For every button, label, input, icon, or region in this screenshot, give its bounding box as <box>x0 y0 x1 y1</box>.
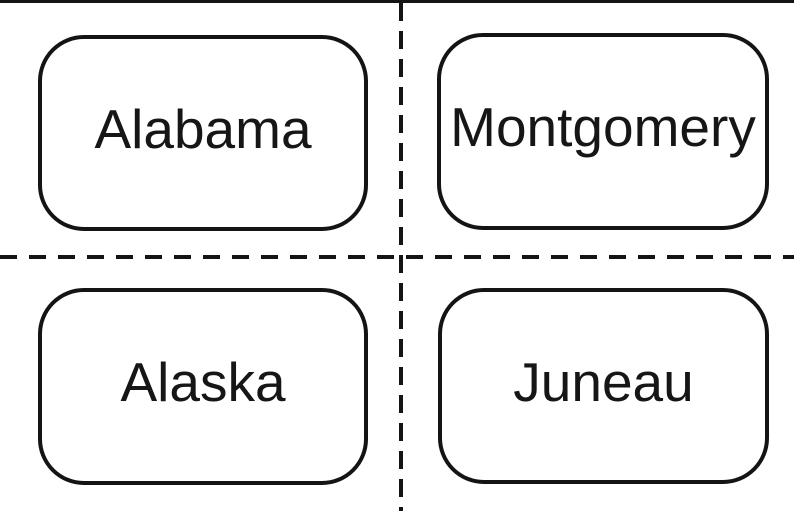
flashcard-label: Alabama <box>94 97 312 160</box>
flashcard-alabama: Alabama <box>38 35 368 231</box>
flashcard-montgomery: Montgomery <box>437 33 769 230</box>
flashcard-alaska: Alaska <box>38 288 368 485</box>
flashcard-label: Juneau <box>513 350 694 413</box>
flashcard-label: Alaska <box>120 351 286 413</box>
flashcard-juneau: Juneau <box>438 288 769 484</box>
flashcard-label: Montgomery <box>450 96 756 158</box>
